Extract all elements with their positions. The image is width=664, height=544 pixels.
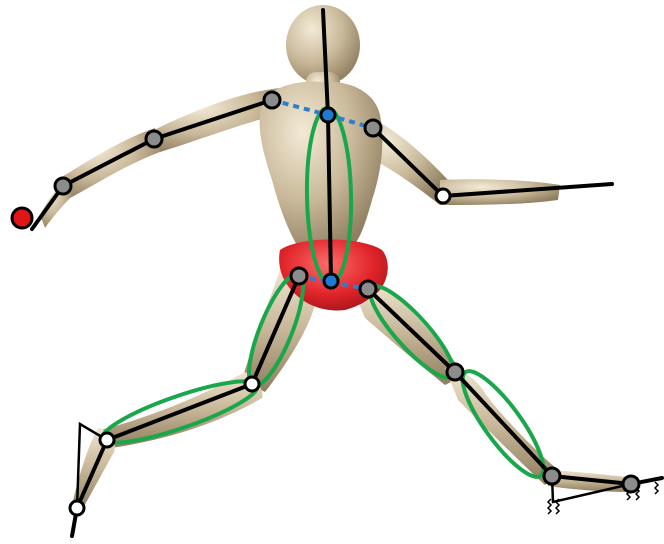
spring-5 <box>655 482 658 494</box>
left-shin <box>455 372 552 476</box>
body-mesh <box>40 5 635 510</box>
joint-right-hip <box>291 268 307 284</box>
joint-left-shoulder <box>365 120 381 136</box>
joint-left-elbow <box>436 189 450 203</box>
joint-right-ankle <box>100 433 114 447</box>
joint-left-ankle <box>544 468 560 484</box>
joint-right-knee <box>245 377 259 391</box>
joint-left-toe <box>623 476 639 492</box>
joint-right-toe <box>70 501 84 515</box>
joint-pelvis-center <box>324 274 338 288</box>
joint-right-hand-tip <box>12 208 32 228</box>
joint-right-wrist <box>55 178 71 194</box>
joint-right-elbow <box>146 131 162 147</box>
joint-right-shoulder <box>264 92 280 108</box>
right-forearm <box>63 139 154 186</box>
joint-left-knee <box>447 364 463 380</box>
spring-1 <box>548 499 551 514</box>
joint-left-hip <box>360 281 376 297</box>
joint-neck-top <box>321 108 335 122</box>
